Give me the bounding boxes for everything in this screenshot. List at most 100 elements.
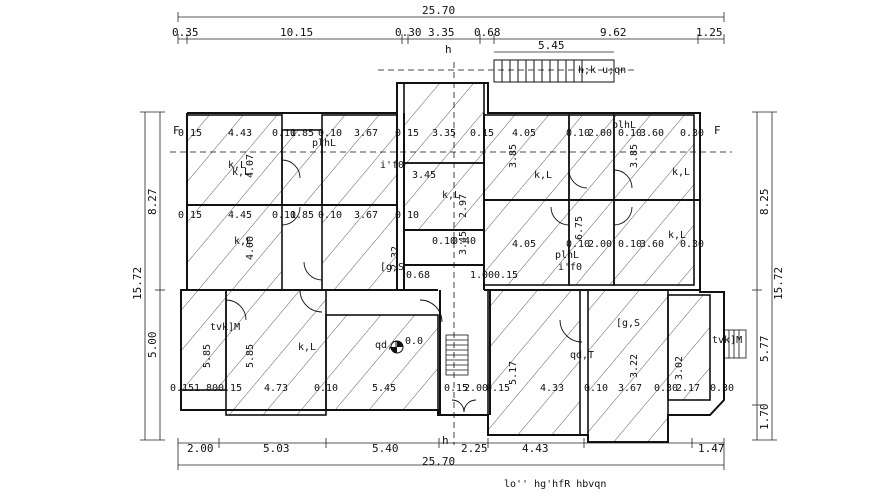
dimension-labels: 25.70 0.35 10.15 0.30 3.35 0.68 9.62 1.2…	[131, 4, 785, 468]
top-dim-6: 9.62	[600, 26, 627, 39]
room-label: k,L	[668, 230, 686, 241]
right-part-1: 8.25	[758, 189, 771, 216]
row2-dim: 2.00	[588, 239, 612, 250]
room-label: [g,S	[616, 318, 640, 329]
row3-dim: 0.15	[486, 383, 510, 394]
mid-dim: 1.00	[470, 270, 494, 281]
row3-dim: 2.00	[464, 383, 488, 394]
bottom-dim-1: 2.00	[187, 442, 214, 455]
vert-dim: 4.00	[245, 236, 256, 260]
top-dim-4: 3.35	[428, 26, 455, 39]
row1-dim: 1.85	[290, 128, 314, 139]
marker-f-right: F	[714, 124, 721, 137]
room-label: k,L	[672, 167, 690, 178]
row2-dim: 0.10	[272, 210, 296, 221]
top-total-dim: 25.70	[422, 4, 455, 17]
row3-dim: 0.10	[314, 383, 338, 394]
row1-dim: 3.60	[640, 128, 664, 139]
row2-dim: 1.85	[290, 210, 314, 221]
row1-dim: 3.67	[354, 128, 378, 139]
vert-dim: 3.85	[508, 144, 519, 168]
room-label: k,L	[228, 160, 246, 171]
mid-dim: 0.68	[406, 270, 430, 281]
vert-dim: 2.97	[458, 194, 469, 218]
row3-dim: 4.73	[264, 383, 288, 394]
row3-dim: 3.67	[618, 383, 642, 394]
marker-h-bottom: h	[442, 434, 449, 447]
row1-dim: 4.43	[228, 128, 252, 139]
top-dim-2: 10.15	[280, 26, 313, 39]
vert-dim: 5.85	[245, 344, 256, 368]
row3-dim: 0.15	[444, 383, 468, 394]
room-label: plhL	[612, 120, 636, 131]
room-labels: k,L k,L k,L k,L k,L k,L k,L plhL plhL pl…	[210, 65, 742, 361]
row3-dim: 0.10	[584, 383, 608, 394]
bottom-dim-4: 2.25	[461, 442, 488, 455]
room-label: tvk]M	[712, 335, 742, 346]
vert-dim: 6.75	[574, 216, 585, 240]
left-total-dim: 15.72	[131, 267, 144, 300]
row1-dim: 0.15	[178, 128, 202, 139]
row2-dim: 0.10	[618, 239, 642, 250]
top-dim-5: 0.68	[474, 26, 501, 39]
room-label: k,L	[298, 342, 316, 353]
vert-dim: 5.85	[202, 344, 213, 368]
row2-dim: 3.60	[640, 239, 664, 250]
row1-dim: 0.15	[470, 128, 494, 139]
vert-dim: 5.17	[508, 361, 519, 385]
right-part-3: 1.70	[758, 404, 771, 431]
bottom-dim-3: 5.40	[372, 442, 399, 455]
mid-dim: 0.40	[452, 236, 476, 247]
room-label: tvk]M	[210, 322, 240, 333]
row2-dim: 0.30	[680, 239, 704, 250]
room-label: i'f0	[380, 160, 404, 171]
hatched-rooms	[180, 82, 711, 443]
section-lines	[170, 62, 732, 445]
room-label: h;k u;qn	[578, 65, 626, 76]
row3-dim: 1.80	[194, 383, 218, 394]
room-label: plhL	[555, 250, 579, 261]
row2-dim: 4.05	[512, 239, 536, 250]
bottom-dim-2: 5.03	[263, 442, 290, 455]
row3-dim: 5.45	[372, 383, 396, 394]
row3-dim: 0.30	[710, 383, 734, 394]
room-label: k,L	[534, 170, 552, 181]
row2-dim: 0.10	[318, 210, 342, 221]
stair-width-dim: 5.45	[538, 39, 565, 52]
room-label: [g,S	[380, 262, 404, 273]
section-markers: h h F F	[173, 43, 721, 447]
row3-dim: 0.15	[218, 383, 242, 394]
walls	[180, 82, 725, 443]
row3-dim: 2.17	[676, 383, 700, 394]
row1-dim: 4.05	[512, 128, 536, 139]
left-part-2: 5.00	[146, 332, 159, 359]
row2-dim: 3.67	[354, 210, 378, 221]
row2-dim: 0.15	[178, 210, 202, 221]
row1-dim: 0.15	[395, 128, 419, 139]
bottom-dim-6: 1.47	[698, 442, 725, 455]
room-label: k,L	[232, 167, 250, 178]
room-label: k,L	[442, 190, 460, 201]
door-swings	[225, 159, 633, 413]
marker-f-left: F	[173, 124, 180, 137]
room-label: plhL	[312, 138, 336, 149]
vert-dim: 3.85	[629, 144, 640, 168]
row1-dim: 0.30	[680, 128, 704, 139]
room-label: k,L	[234, 236, 252, 247]
drawing-caption: lo'' hg'hfR hbvqn	[504, 479, 606, 490]
room-label: i'f0	[558, 262, 582, 273]
row3-dim: 0.15	[170, 383, 194, 394]
vert-dim: 3.02	[674, 356, 685, 380]
stair-top	[493, 59, 615, 83]
side-steps	[723, 329, 747, 359]
row2-dim: 4.45	[228, 210, 252, 221]
row3-dim: 4.33	[540, 383, 564, 394]
row1-dim: 0.10	[566, 128, 590, 139]
stair-internal	[445, 334, 469, 376]
vert-dim: 3.45	[458, 231, 469, 255]
marker-symbol	[390, 340, 404, 354]
row1-dim: 0.10	[272, 128, 296, 139]
marker-h-top: h	[445, 43, 452, 56]
row3-dim: 0.30	[654, 383, 678, 394]
